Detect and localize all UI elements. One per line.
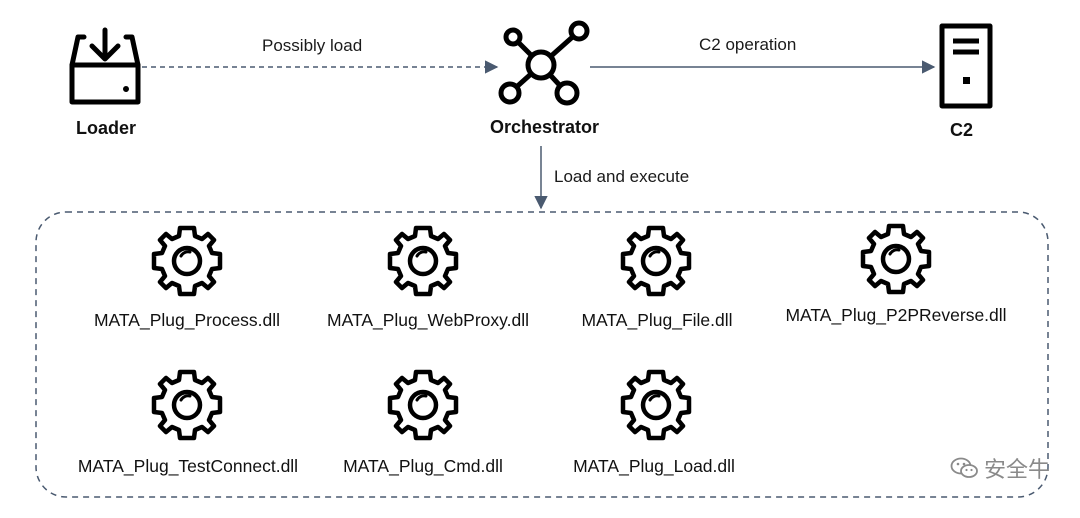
gear-icon [390, 228, 456, 294]
c2-label: C2 [950, 120, 974, 140]
edge-label-possibly-load: Possibly load [262, 36, 363, 55]
plugin-label-process: MATA_Plug_Process.dll [93, 310, 281, 330]
orchestrator-label: Orchestrator [490, 117, 600, 137]
wechat-icon [950, 457, 978, 478]
plugin-label-file: MATA_Plug_File.dll [581, 310, 733, 330]
hub-network-icon [498, 20, 590, 106]
plugin-label-testconnect: MATA_Plug_TestConnect.dll [77, 456, 299, 476]
edge-label-c2-operation: C2 operation [699, 35, 797, 54]
loader-label: Loader [76, 118, 137, 138]
server-icon [939, 23, 993, 109]
gear-icon [390, 372, 456, 438]
plugin-label-webproxy: MATA_Plug_WebProxy.dll [327, 310, 529, 330]
gear-icon [863, 226, 929, 292]
gear-icon [154, 372, 220, 438]
plugin-label-load: MATA_Plug_Load.dll [573, 456, 735, 476]
gear-icon [623, 372, 689, 438]
watermark-text: 安全牛 [983, 458, 1050, 483]
gear-icon [623, 228, 689, 294]
plugin-container [35, 211, 1049, 498]
download-tray-icon [69, 27, 141, 105]
edge-label-load-and-execute: Load and execute [554, 167, 690, 186]
gear-icon [154, 228, 220, 294]
plugin-label-cmd: MATA_Plug_Cmd.dll [343, 456, 503, 476]
plugin-label-p2preverse: MATA_Plug_P2PReverse.dll [785, 305, 1007, 325]
watermark: 安全牛 [950, 452, 1050, 484]
